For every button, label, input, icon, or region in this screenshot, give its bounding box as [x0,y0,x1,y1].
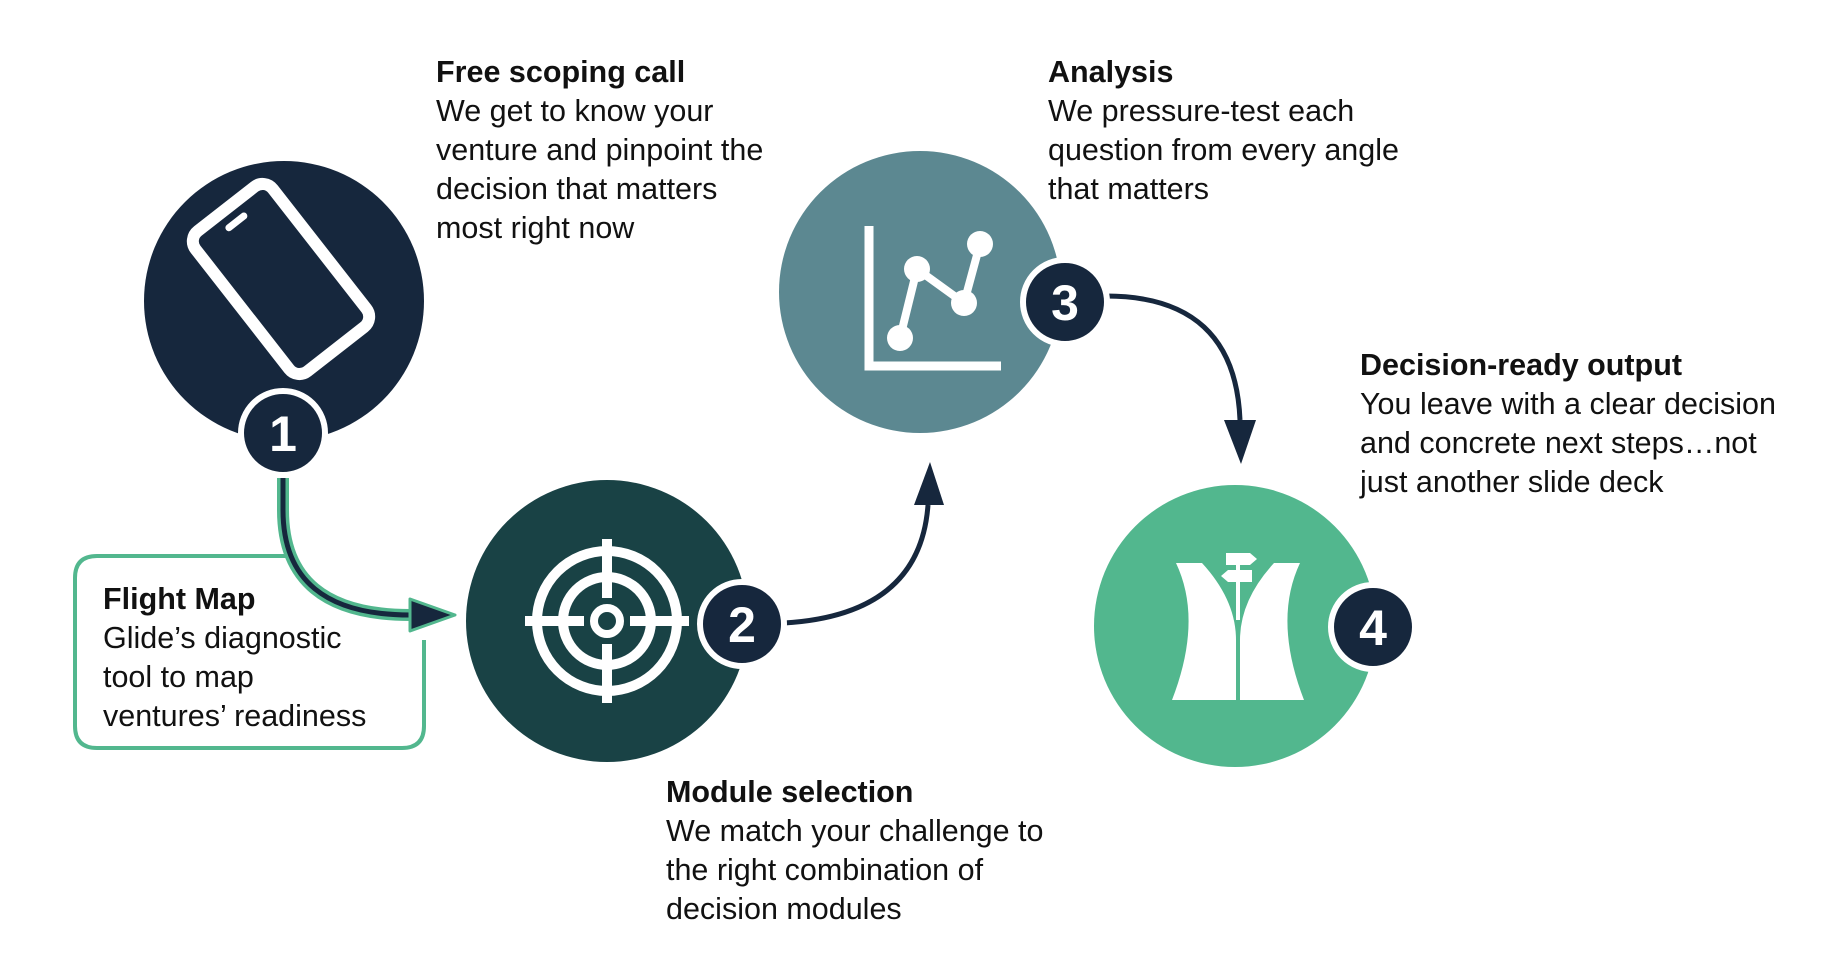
flight-map-description: Flight Map Glide’s diagnostic tool to ma… [103,580,366,736]
step-2-node: 2 [466,480,787,762]
step-3-line: question from every angle [1048,133,1399,167]
step-3-description: Analysis We pressure-test each question … [1048,53,1399,209]
connector-2-to-3 [783,462,944,626]
smartphone-icon [186,177,376,381]
step-4-line: just another slide deck [1360,465,1664,499]
flight-map-title: Flight Map [103,582,256,616]
step-3-number: 3 [1051,275,1079,331]
connector-3-to-4 [1105,293,1256,464]
step-2-line: decision modules [666,892,902,926]
step-1-number: 1 [269,406,297,462]
step-1-line: most right now [436,211,635,245]
step-4-title: Decision-ready output [1360,348,1682,382]
line-chart-icon [864,226,1001,371]
crossroads-signpost-icon [1172,553,1304,700]
connector-1-to-2 [277,478,457,633]
flight-map-line: ventures’ readiness [103,699,367,733]
step-4-description: Decision-ready output You leave with a c… [1360,346,1776,502]
step-3-circle [779,151,1061,433]
step-3-title: Analysis [1048,55,1174,89]
step-3-line: that matters [1048,172,1210,206]
step-3-line: We pressure-test each [1048,94,1355,128]
step-1-circle [144,161,424,441]
step-4-number: 4 [1359,600,1387,656]
step-1-line: We get to know your [436,94,714,128]
step-2-description: Module selection We match your challenge… [666,773,1044,929]
step-4-badge [1328,582,1418,672]
step-4-circle [1094,485,1376,767]
step-1-line: decision that matters [436,172,718,206]
step-2-line: We match your challenge to [666,814,1044,848]
step-1-badge [238,388,328,478]
flight-map-line: Glide’s diagnostic [103,621,342,655]
flight-map-line: tool to map [103,660,254,694]
step-2-line: the right combination of [666,853,984,887]
step-2-circle [466,480,748,762]
step-1-description: Free scoping call We get to know your ve… [436,53,763,248]
target-crosshair-icon [525,539,689,703]
step-4-node: 4 [1094,485,1418,767]
flight-map-callout-box [73,554,426,750]
step-2-number: 2 [728,597,756,653]
step-1-node: 1 [144,161,424,478]
step-4-line: You leave with a clear decision [1360,387,1776,421]
step-1-title: Free scoping call [436,55,686,89]
step-2-badge [697,579,787,669]
step-2-title: Module selection [666,775,914,809]
step-4-line: and concrete next steps…not [1360,426,1757,460]
step-3-badge [1020,257,1110,347]
step-1-line: venture and pinpoint the [436,133,764,167]
step-3-node: 3 [779,151,1110,433]
